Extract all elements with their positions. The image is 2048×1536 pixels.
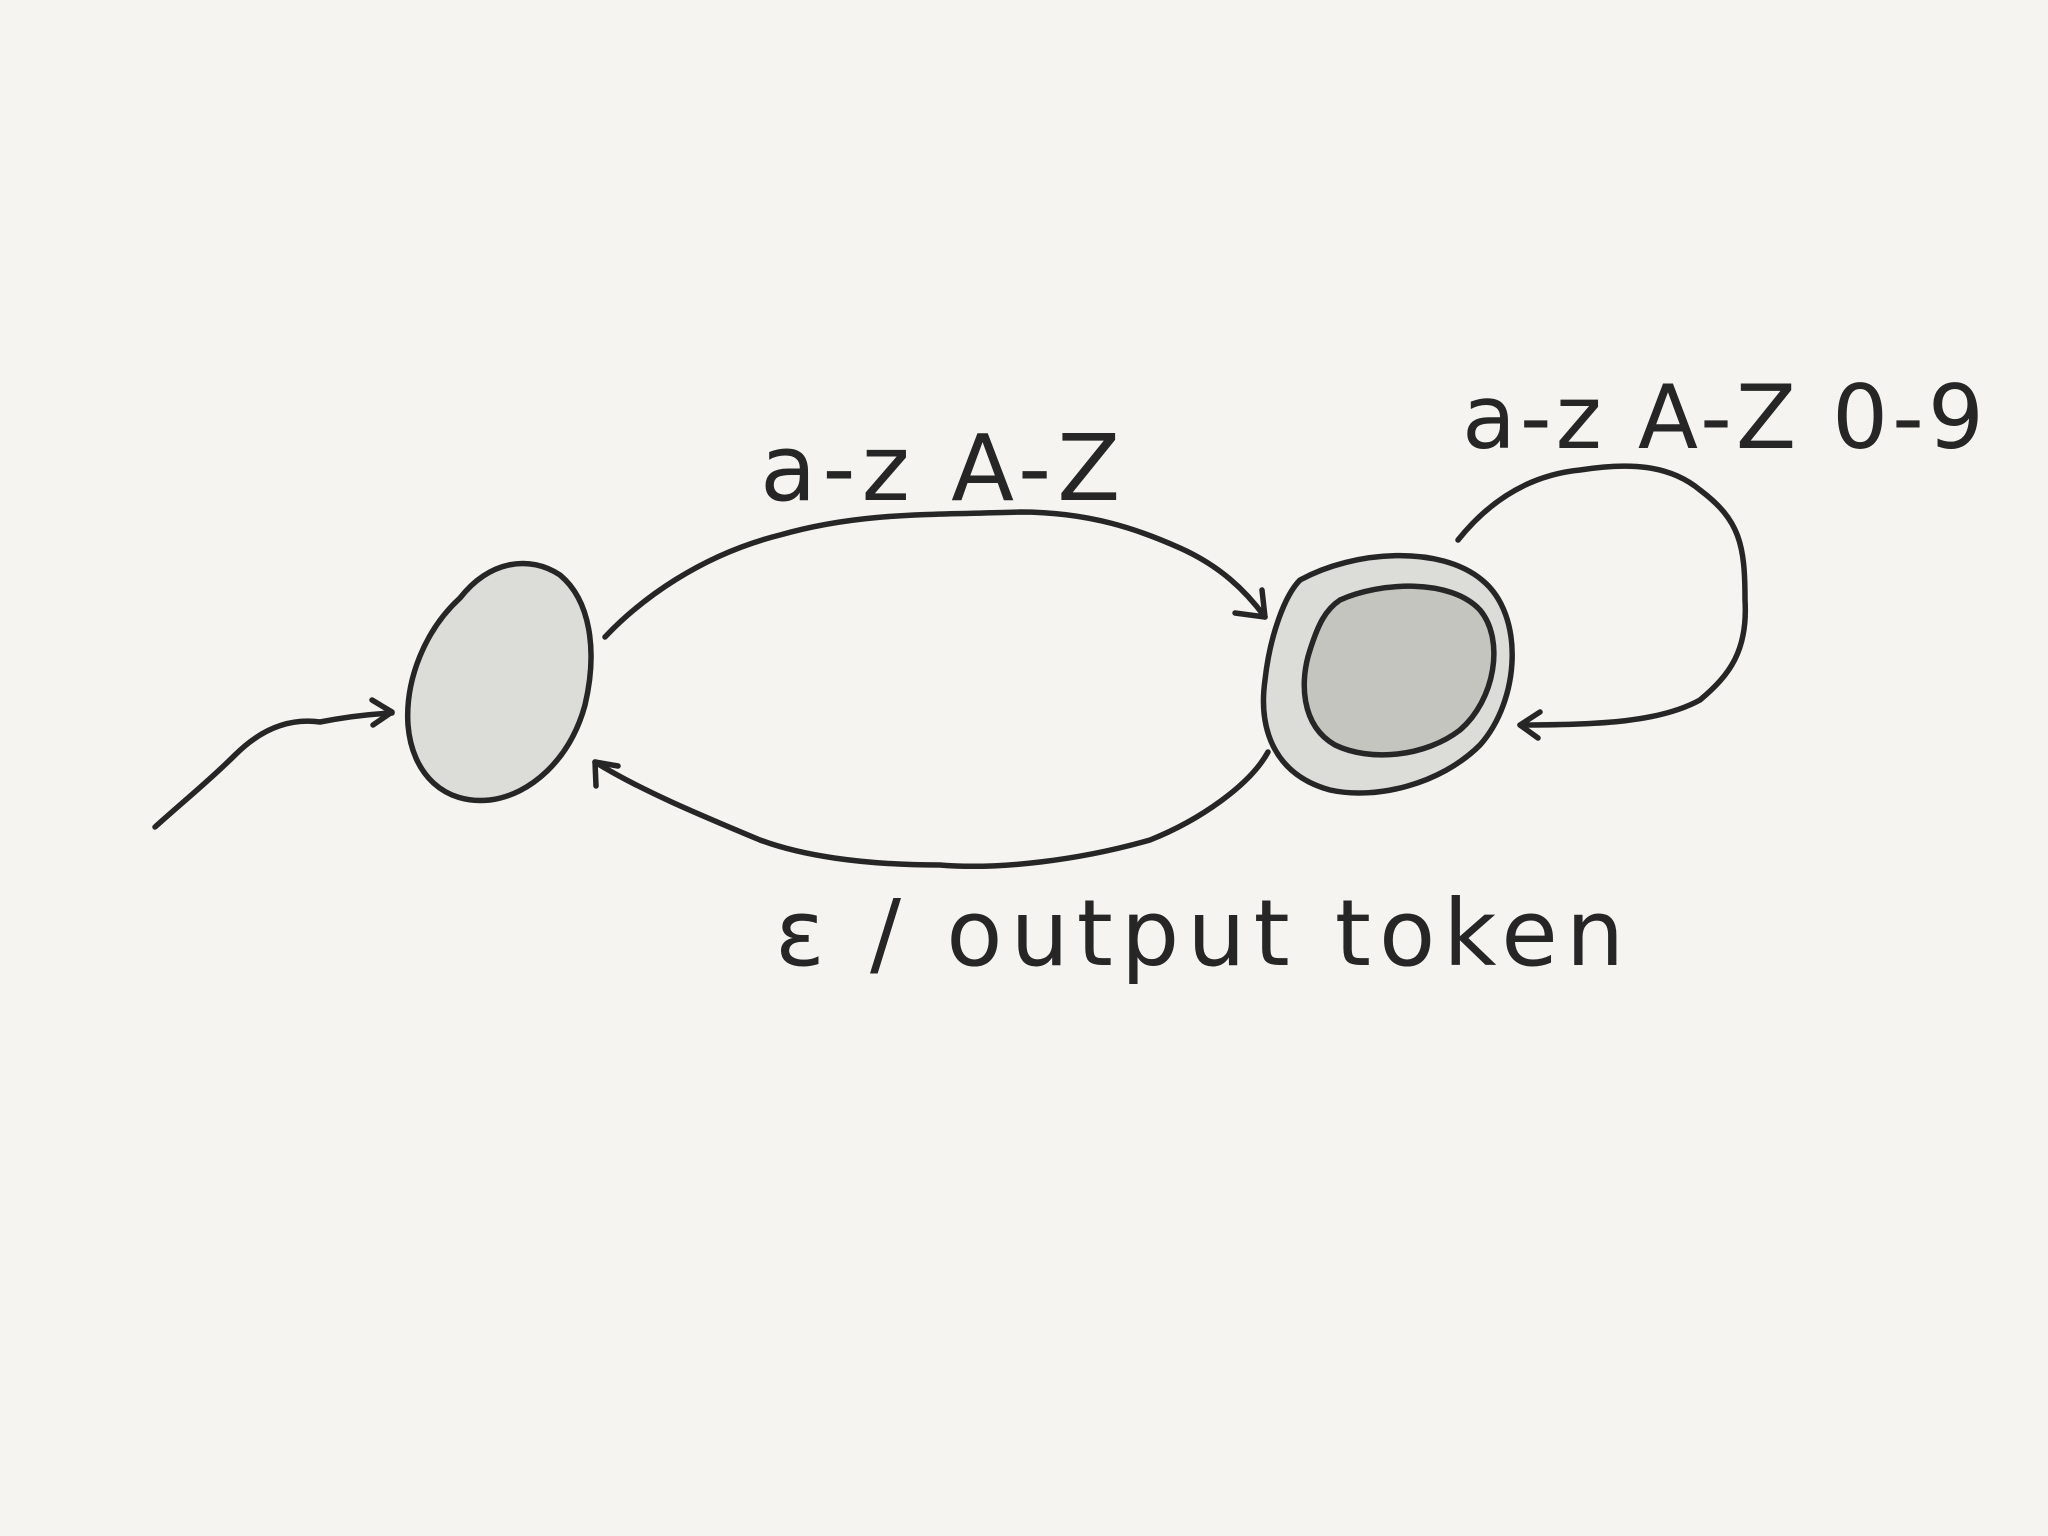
transition-start-to-accepting: a-z A-Z — [602, 415, 1268, 640]
transition-arrowhead-bottom — [592, 759, 621, 789]
self-loop-arrowhead — [1517, 709, 1543, 741]
transition-self-loop: a-z A-Z 0-9 — [1455, 366, 1988, 741]
transition-accepting-to-start: ε / output token — [592, 749, 1632, 987]
start-state-circle — [404, 560, 594, 804]
transition-label-bottom: ε / output token — [775, 880, 1632, 987]
start-state[interactable] — [404, 560, 594, 804]
self-loop-arrow — [1455, 463, 1749, 728]
transition-label-top: a-z A-Z — [760, 415, 1126, 522]
accepting-state[interactable] — [1260, 552, 1515, 796]
transition-arrowhead-top — [1232, 587, 1268, 620]
start-arrow — [152, 697, 395, 830]
transition-label-loop: a-z A-Z 0-9 — [1462, 366, 1988, 469]
transition-arrow-top — [602, 509, 1268, 640]
accepting-state-inner-circle — [1301, 583, 1497, 758]
transition-arrow-bottom — [592, 749, 1271, 869]
